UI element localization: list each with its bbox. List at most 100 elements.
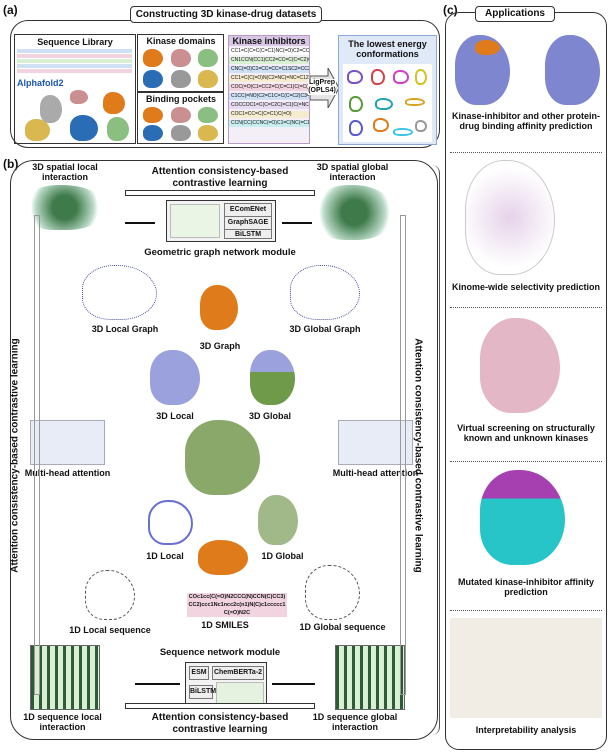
local-3d-label: 3D Local bbox=[156, 411, 194, 421]
arrow-left bbox=[135, 683, 180, 685]
mutated-kinase-image bbox=[480, 470, 565, 565]
app-binding-affinity: Kinase-inhibitor and other protein-drug … bbox=[452, 111, 600, 132]
local-sequence-graph bbox=[85, 570, 135, 620]
app-mutated-kinase: Mutated kinase-inhibitor affinity predic… bbox=[457, 577, 594, 598]
ligand-image bbox=[475, 40, 500, 55]
smiles-row: COC(=O)C1=CC2=C(C=C1)C(=C(N2)C3=CC=CC=C3… bbox=[229, 84, 309, 92]
seq-local-label: 1D sequence local interaction bbox=[23, 712, 102, 733]
binding-pockets-label: Binding pockets bbox=[145, 94, 216, 104]
bilstm-block: BiLSTM bbox=[224, 229, 272, 239]
pocket-blob bbox=[171, 125, 191, 141]
smiles-row: CC1=C(C=C(C=C1)NC(=O)C2=CC=C(C=C2)CN3CCN… bbox=[229, 48, 309, 56]
smiles-row: CNC(=O)C1=CC=CC=C1SC2=CC3=C(C=C2)C(=NN3)… bbox=[229, 66, 309, 74]
geometric-module-box: EComENet GraphSAGE BiLSTM bbox=[166, 200, 276, 242]
sequence-library-label: Sequence Library bbox=[37, 37, 113, 47]
smiles-row: CN1CCN(CC1)CC2=CC=C(C=C2)C(=O)NC3=CC(=C(… bbox=[229, 57, 309, 65]
arrow-left bbox=[125, 222, 155, 224]
interpretability-image bbox=[450, 618, 602, 718]
chemberta-block: ChemBERTa-2 bbox=[212, 666, 264, 680]
right-vertical-double-arrow bbox=[400, 215, 406, 695]
global-1d-label: 1D Global bbox=[261, 551, 304, 561]
global-3d-surface bbox=[250, 350, 295, 405]
ligand-3d bbox=[200, 285, 238, 330]
structure-blob bbox=[70, 115, 98, 141]
contrastive-left-label: Attention consistency-based contrastive … bbox=[9, 338, 21, 573]
kinase-inhibitors-label: Kinase inhibitors bbox=[229, 36, 309, 47]
smiles-row: COC1=CC=C(C=C1)C(=O) bbox=[229, 111, 309, 119]
domain-blob bbox=[171, 49, 191, 67]
seq-module-box: ESM ChemBERTa-2 BiLSTM bbox=[185, 662, 267, 707]
smiles-label: 1D SMILES bbox=[201, 620, 249, 630]
panel-b-stack-edge bbox=[432, 165, 440, 735]
seq-global-label: 1D sequence global interaction bbox=[312, 712, 398, 733]
kinase-domains-label: Kinase domains bbox=[146, 36, 216, 46]
local-1d-label: 1D Local bbox=[146, 551, 184, 561]
pocket-blob bbox=[143, 107, 163, 123]
sequence-rows bbox=[17, 49, 132, 73]
pocket-blob bbox=[198, 125, 218, 141]
local-graph-label: 3D Local Graph bbox=[91, 324, 159, 334]
local-3d-interaction-label: 3D spatial local interaction bbox=[32, 162, 98, 183]
graphsage-block: GraphSAGE bbox=[224, 216, 272, 230]
global-graph-label: 3D Global Graph bbox=[289, 324, 361, 334]
structure-blob bbox=[40, 95, 62, 123]
local-1d-structure bbox=[148, 500, 193, 545]
structure-blob bbox=[103, 92, 125, 114]
panel-a-label: (a) bbox=[3, 3, 18, 17]
conformations-image bbox=[343, 64, 432, 142]
panel-c-title: Applications bbox=[475, 6, 555, 22]
bilstm-seq-block: BiLSTM bbox=[189, 685, 216, 699]
structure-blob bbox=[25, 119, 50, 141]
alphafold-label: Alphafold2 bbox=[17, 78, 64, 88]
local-seq-label: 1D Local sequence bbox=[69, 625, 151, 635]
arrow-right bbox=[282, 222, 312, 224]
contrastive-bottom-label: Attention consistency-based contrastive … bbox=[151, 712, 289, 735]
lowest-energy-box: The lowest energy conformations bbox=[338, 35, 437, 145]
ecomenet-block: EComENet bbox=[224, 203, 272, 217]
domain-blob bbox=[198, 49, 218, 67]
mha-left-label: Multi-head attention bbox=[24, 468, 111, 478]
local-interaction-graph bbox=[22, 185, 107, 230]
panel-b bbox=[10, 160, 438, 740]
pocket-blob bbox=[198, 107, 218, 123]
global-seq-heatmap bbox=[335, 645, 405, 710]
mha-right-label: Multi-head attention bbox=[332, 468, 419, 478]
divider bbox=[450, 610, 602, 611]
divider bbox=[450, 152, 602, 153]
kinase-inhibitors-box: Kinase inhibitors CC1=C(C=C(C=C1)NC(=O)C… bbox=[228, 35, 310, 144]
global-3d-label: 3D Global bbox=[248, 411, 291, 421]
local-3d-surface bbox=[150, 350, 200, 405]
local-graph bbox=[82, 265, 157, 320]
structure-blob bbox=[70, 90, 88, 104]
divider bbox=[450, 307, 602, 308]
sequence-library-box: Sequence Library Alphafold2 bbox=[14, 34, 136, 144]
lowest-energy-label: The lowest energy conformations bbox=[348, 39, 427, 60]
kinase-domains-box: Kinase domains bbox=[137, 34, 224, 92]
global-3d-interaction-label: 3D spatial global interaction bbox=[316, 162, 389, 183]
double-arrow-bottom bbox=[125, 703, 315, 709]
pocket-blob bbox=[171, 107, 191, 123]
smiles-row: CC1=C(C(=O)N(C2=NC(=NC=C12)NC3=NC=C(C=C3… bbox=[229, 75, 309, 83]
divider bbox=[450, 461, 602, 462]
panel-b-label: (b) bbox=[3, 157, 19, 171]
app-virtual-screening: Virtual screening on structurally known … bbox=[457, 423, 595, 444]
global-sequence-graph bbox=[305, 565, 360, 620]
graph-illustration bbox=[170, 204, 220, 238]
global-1d-structure bbox=[258, 495, 298, 545]
ligand-1d bbox=[198, 540, 248, 575]
domain-blob bbox=[198, 70, 218, 88]
global-interaction-graph bbox=[312, 185, 397, 240]
graph-3d-label: 3D Graph bbox=[199, 341, 241, 351]
smiles-text: COc1cc(C(=O)N2CCC(N)CCN(C)CC3)CC2)ccc1Nc… bbox=[187, 593, 287, 617]
arrow-right bbox=[272, 683, 315, 685]
virtual-screening-image bbox=[480, 318, 560, 413]
domain-blob bbox=[143, 49, 163, 67]
kinase-complex bbox=[185, 420, 260, 495]
binding-pockets-box: Binding pockets bbox=[137, 92, 224, 144]
global-graph bbox=[290, 265, 360, 320]
smiles-row: CCN(CC)CCNC(=O)C1=C(NC(=C1C)C=C2C3=C(C=C… bbox=[229, 120, 309, 128]
mha-left-diagram bbox=[30, 420, 105, 465]
global-seq-label: 1D Global sequence bbox=[299, 622, 386, 632]
left-vertical-double-arrow bbox=[34, 215, 40, 695]
app-selectivity: Kinome-wide selectivity prediction bbox=[451, 282, 601, 292]
